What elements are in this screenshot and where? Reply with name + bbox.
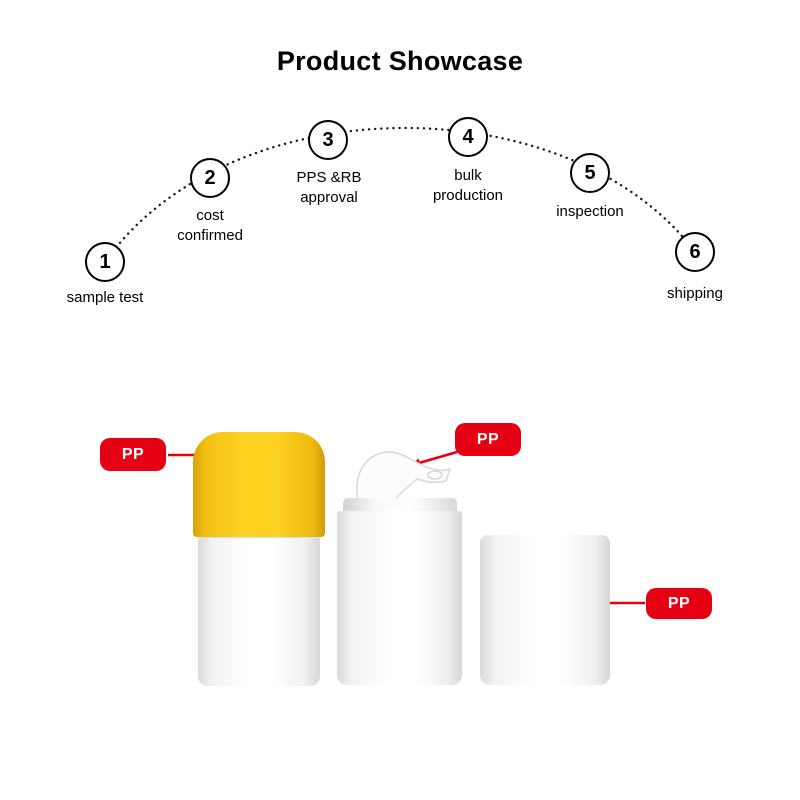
step-label-cost-confirmed: cost confirmed: [177, 207, 243, 244]
step-number: 5: [584, 161, 596, 184]
left-bottle-body: [198, 537, 320, 686]
material-label-pp-2: PP: [455, 423, 521, 456]
step-number: 2: [204, 166, 216, 189]
step-circle-2: 2: [190, 158, 230, 198]
step-circle-1: 1: [85, 242, 125, 282]
step-label-inspection: inspection: [556, 203, 624, 220]
step-number: 3: [322, 128, 334, 151]
middle-bottle-collar: [343, 498, 457, 512]
material-label-pp-3: PP: [646, 588, 712, 619]
pump-nozzle-opening: [427, 470, 443, 480]
step-label-shipping: shipping: [667, 285, 723, 302]
step-circle-3: 3: [308, 120, 348, 160]
step-number: 6: [689, 240, 701, 263]
pump-head-shape: [356, 451, 452, 502]
material-label-pp-1: PP: [100, 438, 166, 471]
step-circle-4: 4: [448, 117, 488, 157]
step-circle-5: 5: [570, 153, 610, 193]
left-bottle-yellow-cap: [193, 432, 325, 537]
step-label-bulk-production: bulk production: [432, 167, 504, 204]
step-number: 4: [462, 125, 474, 148]
step-label-sample-test: sample test: [66, 289, 144, 306]
right-white-overcap: [480, 535, 610, 685]
step-number: 1: [99, 250, 111, 273]
step-label-pps-rb-approval: PPS &RB approval: [296, 169, 362, 206]
page-title: Product Showcase: [276, 46, 524, 76]
step-circle-6: 6: [675, 232, 715, 272]
middle-bottle-pump-head: [348, 449, 454, 502]
middle-bottle-body: [337, 511, 462, 685]
